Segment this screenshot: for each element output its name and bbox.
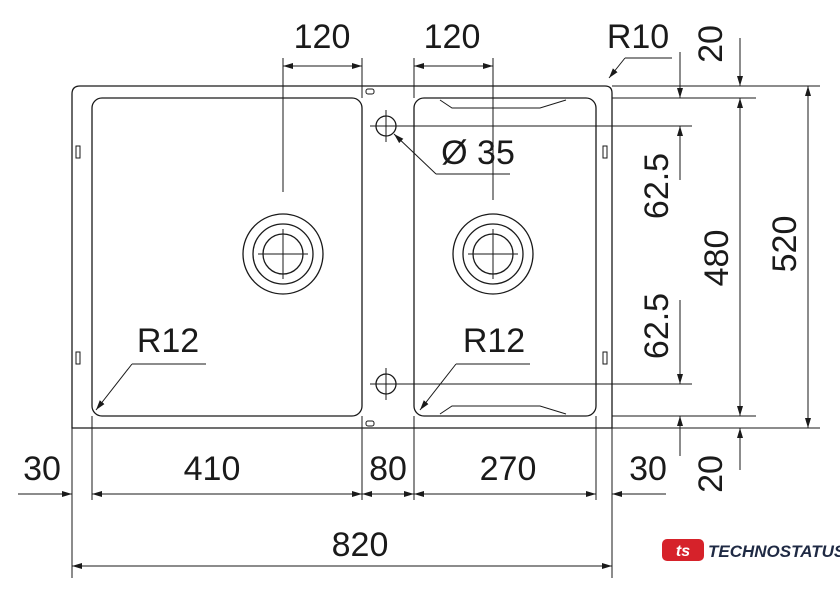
dim-right-margin: 30 [612,450,667,497]
label-total-width: 820 [332,526,389,564]
tap-hole-upper-icon [370,110,692,142]
dim-bridge-width: 80 [362,450,414,497]
label-left-drain-offset: 120 [294,18,351,56]
label-upper-hole-offset: 62.5 [638,153,676,219]
label-right-margin: 30 [629,450,667,488]
label-right-bowl-width: 270 [480,450,537,488]
label-left-bowl-radius: R12 [137,322,199,360]
dim-right-drain-offset: 120 [413,18,493,98]
dim-left-bowl-radius: R12 [95,322,206,411]
logo-mark-icon [662,539,704,561]
dim-upper-hole-offset: 62.5 [638,52,683,219]
bottom-extension-lines [71,416,613,578]
label-right-bowl-radius: R12 [463,322,525,360]
right-drain-icon [452,58,534,295]
logo-mark-text: ts [676,543,690,560]
label-top-margin: 20 [692,25,730,63]
dim-lower-hole-offset: 62.5 [638,293,683,456]
label-outer-radius: R10 [607,18,669,56]
dim-left-margin: 30 [18,450,72,497]
dim-total-width: 820 [72,526,612,569]
dim-bottom-margin: 20 [692,428,743,493]
dim-bowl-depth: 480 [698,98,743,416]
dim-right-bowl-width: 270 [414,450,596,497]
label-left-bowl-width: 410 [184,450,241,488]
dim-outer-radius: R10 [607,18,672,79]
label-total-depth: 520 [766,216,804,273]
left-drain-icon [242,58,324,295]
dim-right-bowl-radius: R12 [419,322,530,411]
label-tap-hole-diameter: Ø 35 [441,134,515,172]
label-bowl-depth: 480 [698,230,736,287]
right-extension-lines [612,85,820,429]
label-bottom-margin: 20 [692,455,730,493]
label-bridge-width: 80 [369,450,407,488]
dim-total-depth: 520 [766,86,811,428]
right-bowl [413,97,597,417]
dim-left-bowl-width: 410 [92,450,362,497]
left-bowl [91,97,363,417]
tap-hole-lower-icon [370,368,692,400]
technostatus-logo: ts TECHNOSTATUS [662,539,840,561]
label-left-margin: 30 [23,450,61,488]
logo-brand-name: TECHNOSTATUS [708,542,840,561]
sink-outline [71,85,613,429]
dim-top-margin: 20 [692,25,743,86]
dim-left-drain-offset: 120 [283,18,363,98]
label-lower-hole-offset: 62.5 [638,293,676,359]
dim-tap-hole-diameter: Ø 35 [393,133,515,175]
label-right-drain-offset: 120 [424,18,481,56]
